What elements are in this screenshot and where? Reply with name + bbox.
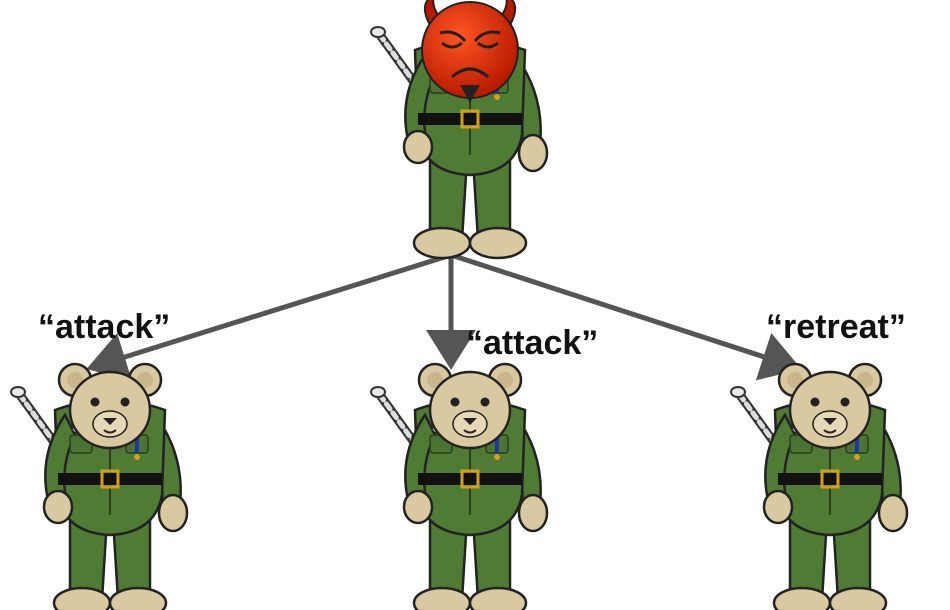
right-lieutenant [731, 362, 907, 610]
commander-general [371, 0, 547, 258]
devil-face-icon [421, 0, 519, 103]
message-middle: “attack” [466, 324, 599, 362]
arrow-to-right-lieutenant [450, 252, 802, 381]
arrows [86, 252, 802, 381]
arrow-to-left-lieutenant [86, 252, 452, 381]
middle-lieutenant [371, 362, 547, 610]
left-lieutenant [11, 362, 187, 610]
message-right: “retreat” [766, 308, 906, 346]
message-left: “attack” [38, 308, 171, 346]
